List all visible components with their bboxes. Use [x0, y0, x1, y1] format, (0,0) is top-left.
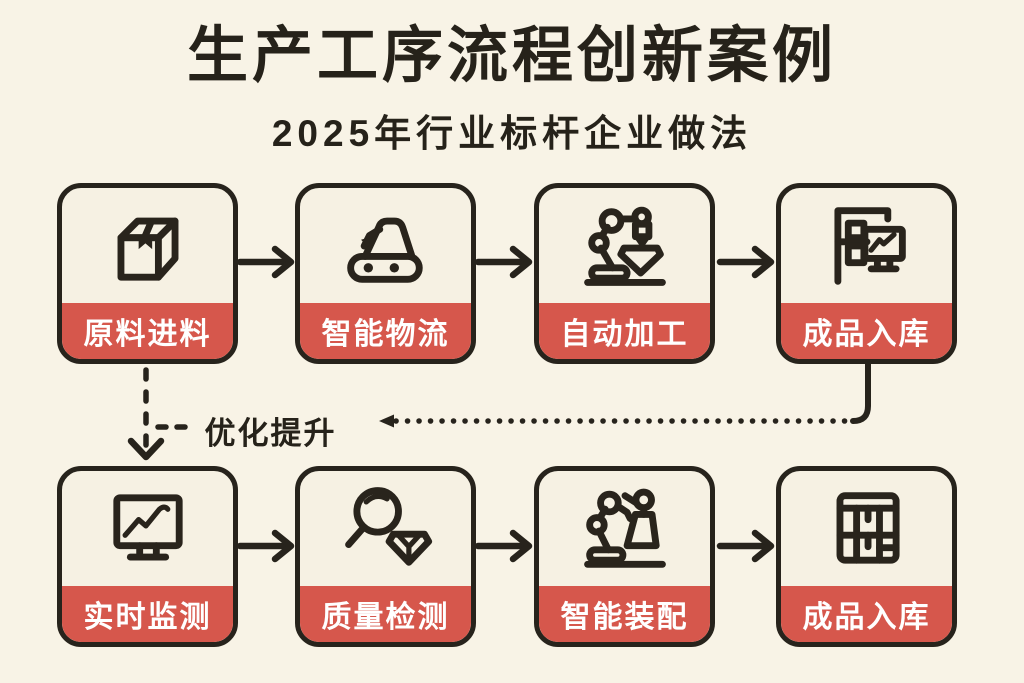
magnifier-diamond-icon [344, 486, 432, 566]
arrow-bottom-1 [236, 529, 295, 563]
warehouse-monitor-icon [833, 206, 906, 285]
page-title: 生产工序流程创新案例 [186, 21, 837, 89]
flow-node-raw-material-intake: 原料进料 [57, 183, 238, 364]
arrow-bottom-2 [474, 529, 533, 563]
node-label: 成品入库 [781, 303, 952, 359]
page-subtitle: 2025年行业标杆企业做法 [271, 113, 753, 154]
flow-node-quality-inspection: 质量检测 [295, 466, 476, 647]
flow-node-realtime-monitoring: 实时监测 [57, 466, 238, 647]
node-label: 智能装配 [539, 586, 710, 642]
node-label: 自动加工 [539, 303, 710, 359]
arrow-top-2 [474, 245, 533, 279]
flow-node-smart-assembly: 智能装配 [534, 466, 715, 647]
node-label: 智能物流 [300, 303, 471, 359]
arrow-top-3 [716, 245, 775, 279]
node-label: 质量检测 [300, 586, 471, 642]
feedback-down-arrow [127, 367, 165, 461]
feedback-return-line [379, 361, 871, 428]
storage-rack-icon [836, 491, 900, 564]
node-label: 成品入库 [781, 586, 952, 642]
assembly-robots-icon [583, 488, 666, 568]
node-label: 原料进料 [62, 303, 233, 359]
flow-node-finished-storage-bottom: 成品入库 [776, 466, 957, 647]
package-icon [117, 217, 178, 281]
flow-node-smart-logistics: 智能物流 [295, 183, 476, 364]
arrow-top-1 [236, 245, 295, 279]
feedback-label: 优化提升 [204, 416, 337, 451]
monitor-chart-icon [112, 493, 183, 561]
flow-node-finished-storage-top: 成品入库 [776, 183, 957, 364]
feedback-return-arrowhead [379, 414, 394, 428]
robot-arm-icon [583, 206, 666, 286]
node-label: 实时监测 [62, 586, 233, 642]
arrow-bottom-3 [716, 529, 775, 563]
logistics-vehicle-icon [346, 217, 423, 283]
flow-node-auto-processing: 自动加工 [534, 183, 715, 364]
